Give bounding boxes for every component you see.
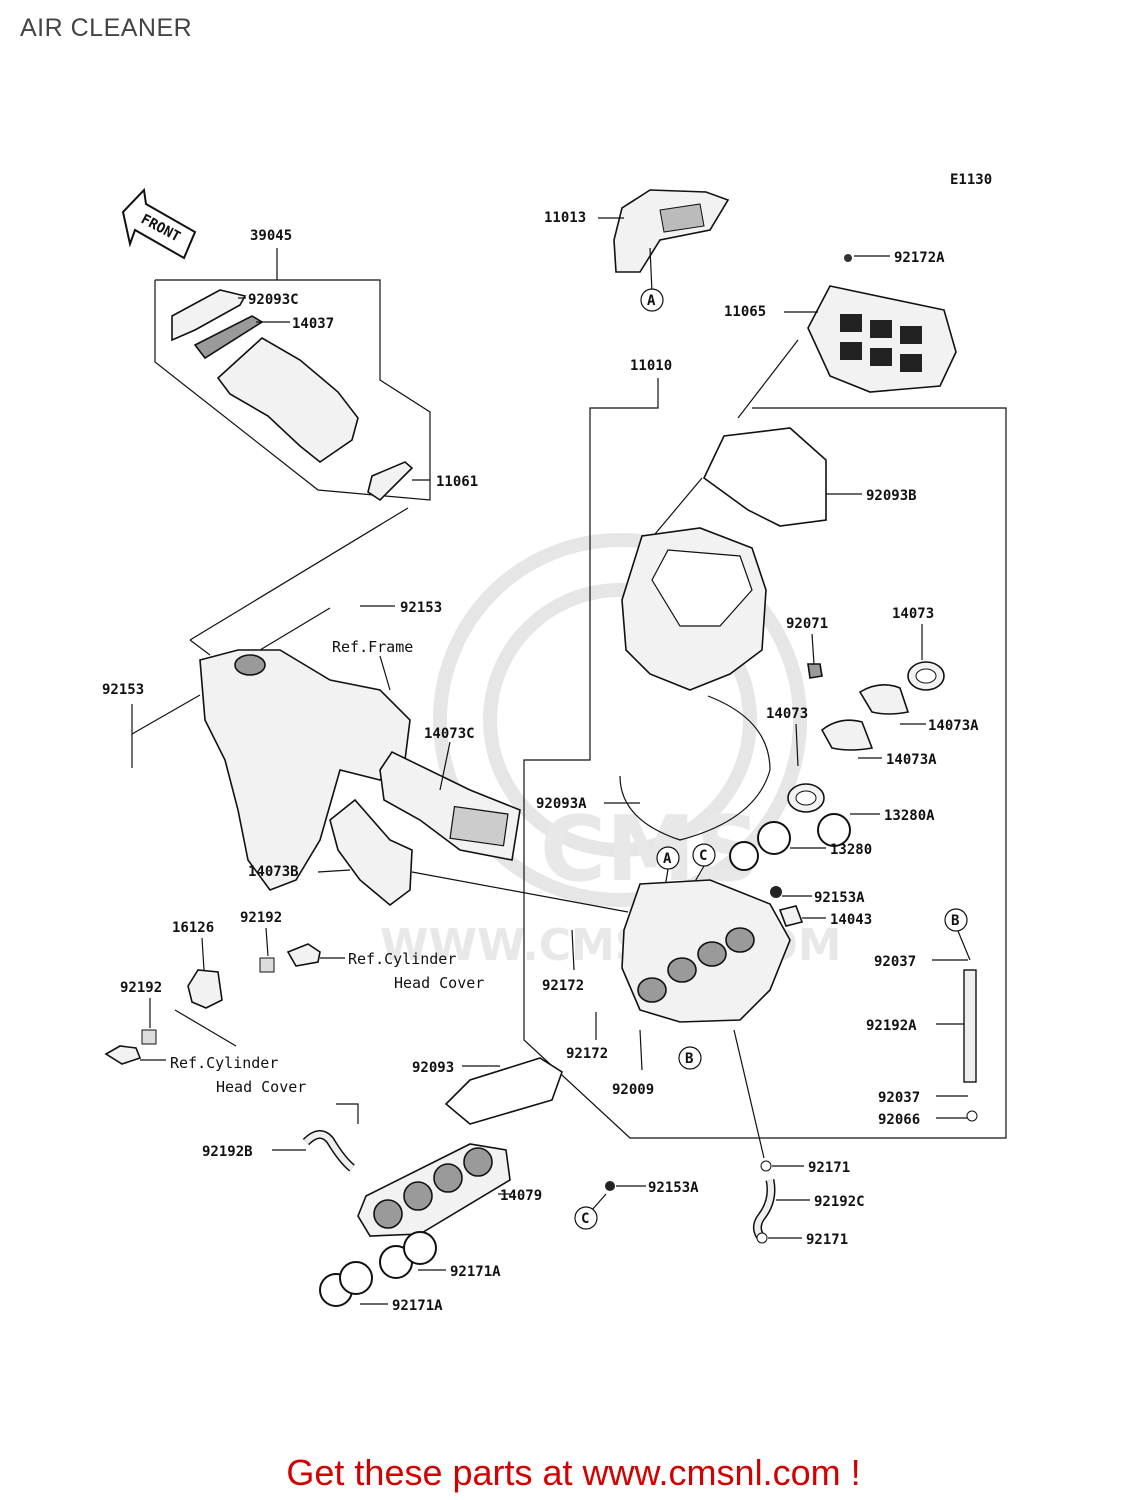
part-92171A-1: 92171A (450, 1264, 501, 1280)
part-92192B: 92192B (202, 1144, 253, 1160)
part-11065: 11065 (724, 304, 766, 320)
part-92192-a: 92192 (240, 910, 282, 926)
part-14073C: 14073C (424, 726, 475, 742)
part-92172A: 92172A (894, 250, 945, 266)
part-14073A-2: 14073A (886, 752, 937, 768)
intake-duct-14073C (379, 750, 521, 861)
part-92171-2: 92171 (806, 1232, 848, 1248)
part-92153A-1: 92153A (814, 890, 865, 906)
cover-11013 (613, 189, 730, 273)
part-14037: 14037 (292, 316, 334, 332)
callout-a-top-label: A (647, 293, 656, 309)
part-14073B: 14073B (248, 864, 299, 880)
duct-assembly-39045 (154, 248, 431, 502)
watermark: CMS WWW.CMSNL.COM (380, 533, 842, 971)
ref-frame: Ref.Frame (332, 638, 413, 656)
part-92093B: 92093B (866, 488, 917, 504)
part-16126: 16126 (172, 920, 214, 936)
part-92066: 92066 (878, 1112, 920, 1128)
diagram-code: E1130 (950, 172, 992, 188)
airbox-upper (621, 527, 767, 691)
part-92171-1: 92171 (808, 1160, 850, 1176)
gasket-13280A (817, 813, 851, 847)
callout-b-right (944, 908, 968, 932)
part-14073-right: 14073 (892, 606, 934, 622)
part-92172-2: 92172 (566, 1046, 608, 1062)
part-92153-left: 92153 (102, 682, 144, 698)
clamps-92171A (319, 1231, 437, 1307)
callout-c-bottom-label: C (581, 1211, 589, 1227)
part-92153A-2: 92153A (648, 1180, 699, 1196)
funnel-14073A-2 (820, 719, 874, 751)
part-92009: 92009 (612, 1082, 654, 1098)
part-92037-1: 92037 (874, 954, 916, 970)
intake-duct-14073B (329, 798, 413, 907)
footer-promo-link[interactable]: Get these parts at www.cmsnl.com ! (286, 1452, 861, 1493)
part-92093: 92093 (412, 1060, 454, 1076)
part-14079: 14079 (500, 1188, 542, 1204)
part-92071: 92071 (786, 616, 828, 632)
ref-cyl-head-2a: Ref.Cylinder (170, 1054, 278, 1072)
callout-a-top (640, 288, 664, 312)
part-11013: 11013 (544, 210, 586, 226)
callout-b-right-label: B (951, 913, 959, 929)
gasket-92093B (702, 427, 827, 527)
part-92153-top: 92153 (400, 600, 442, 616)
part-92192A: 92192A (866, 1018, 917, 1034)
ref-cyl-head-1b: Head Cover (394, 974, 484, 992)
part-13280: 13280 (830, 842, 872, 858)
page-title: AIR CLEANER (20, 14, 193, 42)
part-92093A: 92093A (536, 796, 587, 812)
gasket-13280 (729, 821, 791, 871)
frame-cover (199, 649, 411, 891)
part-11010: 11010 (630, 358, 672, 374)
ref-cyl-head-1a: Ref.Cylinder (348, 950, 456, 968)
part-92171A-2: 92171A (392, 1298, 443, 1314)
part-92093C: 92093C (248, 292, 299, 308)
part-92172-1: 92172 (542, 978, 584, 994)
airbox-lower (621, 879, 791, 1023)
callout-c-mid-label: C (699, 848, 707, 864)
holder-14079 (357, 1143, 511, 1237)
part-14043: 14043 (830, 912, 872, 928)
part-92192-b: 92192 (120, 980, 162, 996)
front-arrow-icon: FRONT (121, 187, 197, 260)
part-39045: 39045 (250, 228, 292, 244)
funnel-14073A-1 (858, 684, 910, 715)
callout-b-mid-label: B (685, 1051, 693, 1067)
cover-11065 (807, 285, 957, 393)
ref-cyl-head-2b: Head Cover (216, 1078, 306, 1096)
callout-b-mid (678, 1046, 702, 1070)
part-92192C: 92192C (814, 1194, 865, 1210)
parts-diagram: CMS WWW.CMSNL.COM E1130 FRONT 39045 9209… (102, 172, 1007, 1314)
part-14073A-1: 14073A (928, 718, 979, 734)
part-14073-mid: 14073 (766, 706, 808, 722)
part-13280A: 13280A (884, 808, 935, 824)
part-11061: 11061 (436, 474, 478, 490)
callout-c-bottom (574, 1206, 598, 1230)
callout-a-mid-label: A (663, 851, 672, 867)
part-92037-2: 92037 (878, 1090, 920, 1106)
